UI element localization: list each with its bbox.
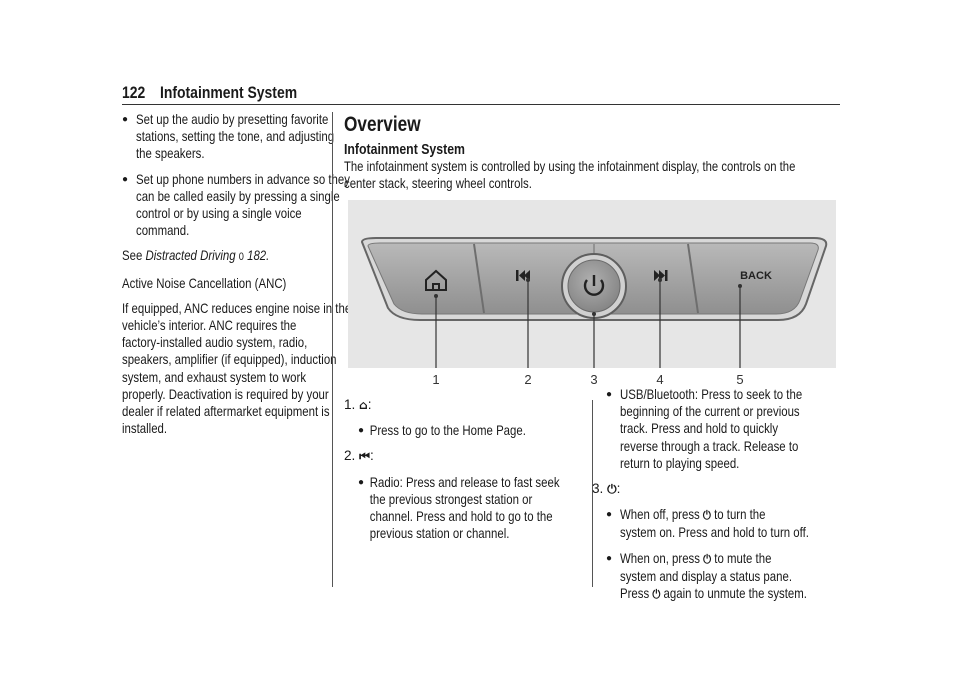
text-line: the speakers. xyxy=(136,146,205,162)
power-icon: ⏻ xyxy=(702,508,711,523)
bullet-when-off: ● When off, press ⏻ to turn the system o… xyxy=(606,506,842,541)
home-icon: ⌂ xyxy=(359,398,368,412)
home-icon[interactable] xyxy=(425,269,447,291)
text-line: beginning of the current or previous xyxy=(620,404,800,420)
text-line: reverse through a track. Release to xyxy=(620,438,799,454)
text-line: Set up the audio by presetting favorite xyxy=(136,112,329,127)
seek-back-icon: ⏮ xyxy=(359,449,370,464)
power-icon: ⏻ xyxy=(607,482,617,497)
bullet-icon: ● xyxy=(606,389,613,400)
bullet-radio: ● Radio: Press and release to fast seek … xyxy=(344,474,588,543)
text-line: Set up phone numbers in advance so they xyxy=(136,171,350,187)
overview-heading: Overview xyxy=(344,113,421,136)
see-reference: See Distracted Driving 0 182. xyxy=(122,248,270,264)
power-icon: ⏻ xyxy=(652,587,661,602)
callout-number: 1 xyxy=(432,372,439,387)
callout-numbers: 1 2 3 4 5 xyxy=(432,372,743,387)
text-line: command. xyxy=(136,223,190,239)
text-line: the previous strongest station or xyxy=(369,491,533,507)
text-line: If equipped, ANC reduces engine noise in… xyxy=(122,300,352,316)
text-line: return to playing speed. xyxy=(620,455,740,471)
bullet-phone-numbers: ● Set up phone numbers in advance so the… xyxy=(122,171,350,240)
left-column: ● Set up the audio by presetting favorit… xyxy=(122,111,352,438)
power-icon[interactable] xyxy=(583,275,605,296)
text-line: speakers, amplifier (if equipped), induc… xyxy=(122,352,337,368)
middle-column: 1. ⌂: ● Press to go to the Home Page. 2.… xyxy=(344,396,588,542)
header-rule xyxy=(122,104,840,105)
callout-number: 4 xyxy=(656,372,663,387)
power-icon: ⏻ xyxy=(703,551,712,566)
callout-number: 3 xyxy=(590,372,597,387)
text-line: previous station or channel. xyxy=(369,526,510,542)
back-button-label[interactable]: BACK xyxy=(740,270,772,282)
text-line: The infotainment system is controlled by… xyxy=(344,159,796,174)
text-line: installed. xyxy=(122,421,168,437)
text-line: Press to go to the Home Page. xyxy=(369,423,526,439)
item-1: 1. ⌂: xyxy=(344,397,372,412)
text-line: When on, press ⏻ to mute the xyxy=(620,550,772,566)
text-line: vehicle’s interior. ANC requires the xyxy=(122,318,297,334)
item-2: 2. ⏮: xyxy=(344,448,374,464)
bullet-usb: ● USB/Bluetooth: Press to seek to the be… xyxy=(606,386,842,472)
bullet-icon: ● xyxy=(358,476,365,488)
text-line: Press ⏻ again to unmute the system. xyxy=(620,586,807,602)
column-divider xyxy=(592,400,593,587)
page-number: 122 xyxy=(122,83,146,102)
text-line: center stack, steering wheel controls. xyxy=(344,176,532,192)
page-title: Infotainment System xyxy=(160,83,298,102)
column-divider xyxy=(332,112,333,587)
item-3: 3. ⏻: xyxy=(592,481,621,497)
bullet-icon: ● xyxy=(606,509,613,521)
text-line: track. Press and hold to quickly xyxy=(620,421,779,437)
callout-number: 5 xyxy=(736,372,743,387)
text-line: properly. Deactivation is required by yo… xyxy=(122,386,329,402)
text-line: system, and exhaust system to work xyxy=(122,369,307,385)
text-line: system on. Press and hold to turn off. xyxy=(620,525,809,541)
control-panel-figure: BACK xyxy=(348,200,836,368)
bullet-icon: ● xyxy=(122,173,129,185)
see-link[interactable]: Distracted Driving xyxy=(145,248,236,264)
anc-paragraph: If equipped, ANC reduces engine noise in… xyxy=(122,300,352,438)
section-heading: Infotainment System xyxy=(344,141,465,158)
bullet-when-on: ● When on, press ⏻ to mute the system an… xyxy=(606,550,842,604)
text-line: system and display a status pane. xyxy=(620,568,793,584)
intro-paragraph: The infotainment system is controlled by… xyxy=(344,158,838,192)
text-line: dealer if related aftermarket equipment … xyxy=(122,404,330,420)
page-header: 122 Infotainment System xyxy=(122,83,840,105)
see-page[interactable]: 182. xyxy=(247,248,270,264)
text-line: When off, press ⏻ to turn the xyxy=(620,507,766,523)
text-line: channel. Press and hold to go to the xyxy=(369,509,553,525)
bullet-presets: ● Set up the audio by presetting favorit… xyxy=(122,111,335,163)
text-line: stations, setting the tone, and adjustin… xyxy=(136,129,335,145)
text-line: Radio: Press and release to fast seek xyxy=(369,474,560,490)
anc-heading: Active Noise Cancellation (ANC) xyxy=(122,275,287,291)
text-line: can be called easily by pressing a singl… xyxy=(136,188,340,204)
text-line: USB/Bluetooth: Press to seek to the xyxy=(620,387,803,402)
text-line: factory-installed audio system, radio, xyxy=(122,335,308,351)
control-panel-illustration: BACK xyxy=(360,237,828,368)
bullet-icon: ● xyxy=(122,114,129,125)
bullet-icon: ● xyxy=(358,425,365,437)
bullet-icon: ● xyxy=(606,552,613,564)
right-column: ● USB/Bluetooth: Press to seek to the be… xyxy=(592,386,842,604)
callout-number: 2 xyxy=(524,372,531,387)
text-line: control or by using a single voice xyxy=(136,206,302,222)
bullet-home: ● Press to go to the Home Page. xyxy=(344,422,588,439)
page-ref-arrow-icon: 0 xyxy=(238,251,244,264)
